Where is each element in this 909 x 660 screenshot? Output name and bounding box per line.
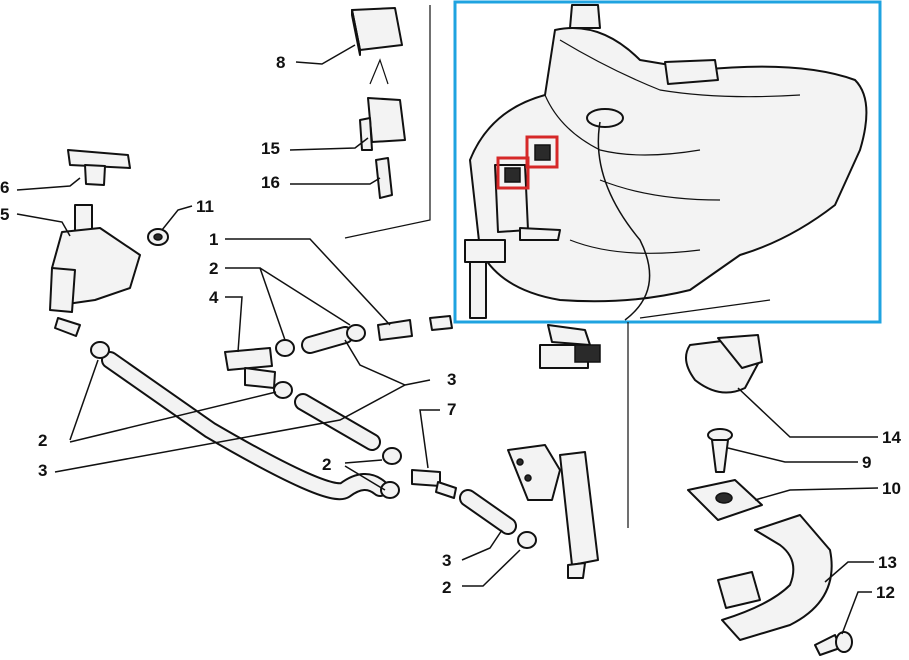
callout-1: 1 bbox=[209, 230, 218, 249]
hose-clamps bbox=[90, 324, 537, 549]
callout-2: 2 bbox=[209, 259, 218, 278]
callout-11: 11 bbox=[196, 197, 214, 216]
headlamp-washer-unit bbox=[507, 444, 599, 579]
callout-15: 15 bbox=[261, 139, 280, 158]
leader-lines bbox=[16, 44, 879, 635]
electrical-plug bbox=[539, 324, 601, 369]
connector-icon bbox=[504, 167, 521, 183]
callout-labels: 6 5 11 1 2 4 3 7 2 3 2 3 2 8 15 16 14 9 … bbox=[0, 53, 901, 602]
marker-box-right bbox=[525, 135, 559, 169]
screw-9 bbox=[707, 428, 733, 473]
clip-14 bbox=[685, 334, 763, 394]
valve-4 bbox=[224, 347, 276, 389]
divider-line bbox=[369, 58, 389, 85]
callout-3: 3 bbox=[442, 551, 451, 570]
callout-8: 8 bbox=[276, 53, 285, 72]
bolt-12 bbox=[814, 631, 853, 656]
tee-fitting-7 bbox=[411, 469, 457, 499]
divider-line bbox=[639, 299, 771, 319]
callout-9: 9 bbox=[862, 453, 871, 472]
washer-reservoir-detail bbox=[464, 4, 868, 321]
callout-3: 3 bbox=[447, 370, 456, 389]
clip-16 bbox=[375, 157, 393, 199]
callout-5: 5 bbox=[0, 205, 9, 224]
callout-12: 12 bbox=[876, 583, 895, 602]
callout-2: 2 bbox=[442, 578, 451, 597]
callout-10: 10 bbox=[882, 479, 901, 498]
callout-2: 2 bbox=[322, 455, 331, 474]
callout-6: 6 bbox=[0, 178, 9, 197]
grommet-11 bbox=[147, 228, 169, 246]
callout-2: 2 bbox=[38, 431, 47, 450]
connector-icon bbox=[534, 144, 551, 161]
callout-14: 14 bbox=[882, 428, 901, 447]
connector-1 bbox=[377, 315, 453, 341]
bracket-13 bbox=[717, 514, 833, 641]
callout-7: 7 bbox=[447, 400, 456, 419]
divider-line bbox=[344, 5, 431, 239]
callout-4: 4 bbox=[209, 288, 219, 307]
pump-5 bbox=[49, 204, 141, 337]
nozzle-6 bbox=[67, 149, 131, 186]
callout-13: 13 bbox=[878, 553, 897, 572]
relay-holder-15 bbox=[359, 97, 406, 151]
marker-box-left bbox=[496, 156, 530, 190]
callout-16: 16 bbox=[261, 173, 280, 192]
callout-3: 3 bbox=[38, 461, 47, 480]
speed-nut-10 bbox=[687, 479, 763, 521]
relay-8 bbox=[351, 7, 403, 56]
highlight-frame bbox=[453, 0, 882, 324]
